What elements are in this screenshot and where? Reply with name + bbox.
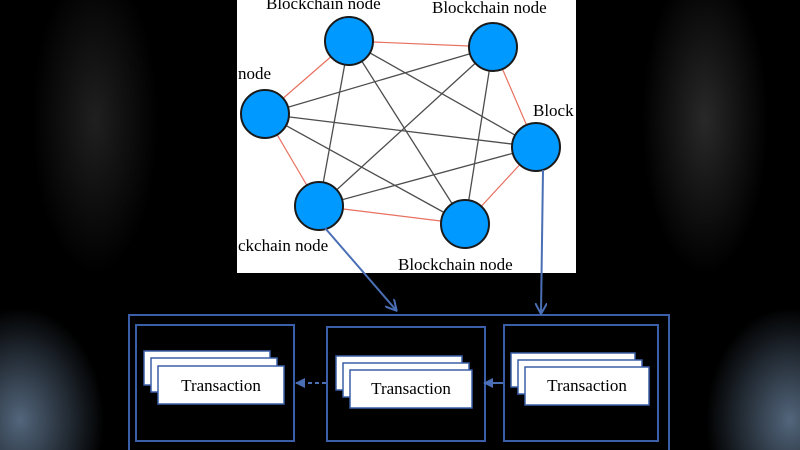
block-2: Transaction [326,326,486,442]
tx-card-front [157,365,285,405]
edge-mesh [264,46,494,115]
node-label-right: Block [533,101,574,120]
node-label-bottom-left: ckchain node [238,236,328,255]
edge-mesh [264,113,537,148]
node-left [240,89,290,139]
transaction-label: Transaction [371,379,451,398]
block-frame [135,324,295,442]
chain-frame [128,314,670,450]
nodes [240,16,561,249]
node-bottom-right [440,199,490,249]
node-label-top-left: Blockchain node [266,0,381,13]
arrow-right-node [541,169,543,313]
tx-card-front [524,366,650,406]
block-3: Transaction [503,324,659,442]
transaction-label: Transaction [181,376,261,395]
node-top-right [468,22,518,72]
node-bottom-left [294,181,344,231]
edge-mesh [318,146,537,207]
transaction-label: Transaction [547,376,627,395]
edge-mesh [348,40,466,225]
node-label-bottom-right: Blockchain node [398,255,513,274]
edge-mesh [464,46,494,225]
block-1: Transaction [135,324,295,442]
edge-mesh [318,40,350,207]
block-frame [503,324,659,442]
node-right [511,122,561,172]
mesh-edges [264,40,537,225]
node-to-chain-arrows [324,169,543,313]
arrow-bottom-left-node [324,227,396,310]
node-label-top-right: Blockchain node [432,0,547,17]
node-top-left [324,16,374,66]
tx-card-front [349,369,473,409]
edge-mesh [318,46,494,207]
edge-mesh [264,113,466,225]
node-label-left: node [238,64,271,83]
